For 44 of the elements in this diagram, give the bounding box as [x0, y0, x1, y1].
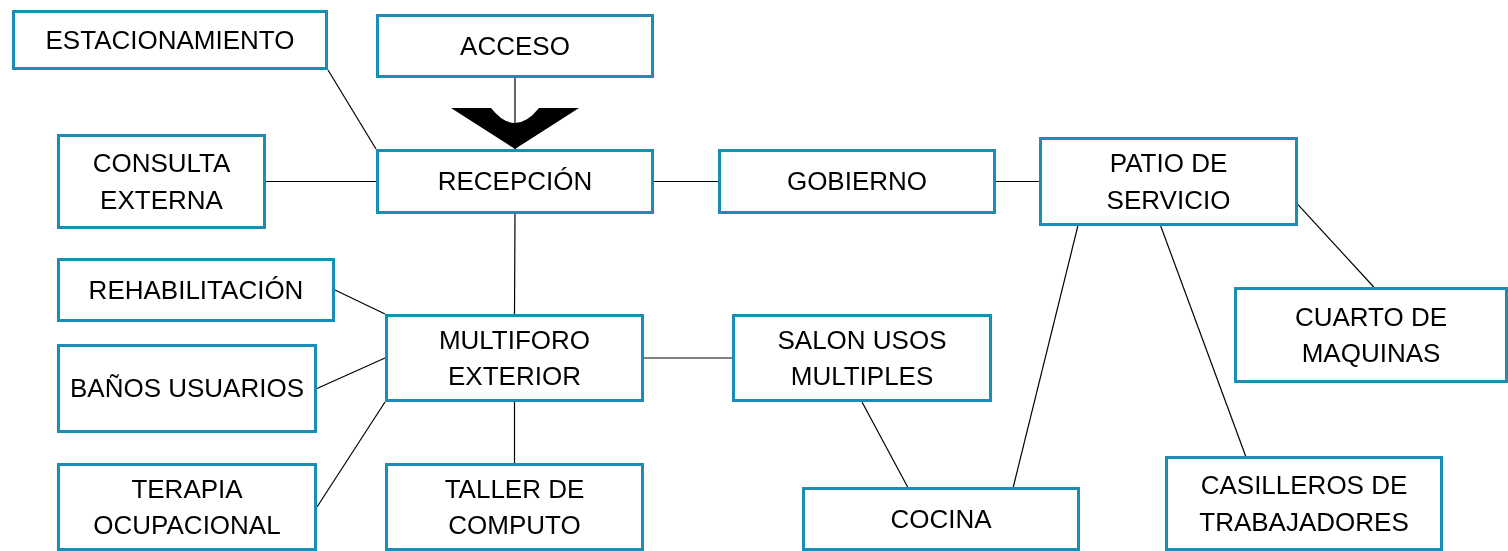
box-label: CASILLEROS DE TRABAJADORES [1198, 469, 1410, 539]
box-label: CONSULTA EXTERNA [91, 147, 232, 217]
process-box [1165, 456, 1443, 551]
box-label: MULTIFORO EXTERIOR [437, 323, 592, 393]
process-box [732, 314, 992, 402]
connector-line [327, 69, 377, 150]
process-box [12, 10, 328, 70]
box-label: TALLER DE COMPUTO [443, 472, 586, 542]
process-box [1039, 137, 1298, 226]
box-label: SALON USOS MULTIPLES [776, 323, 948, 393]
box-label: GOBIERNO [786, 165, 928, 199]
connector-line [653, 180, 719, 183]
connector-line [334, 289, 386, 315]
process-box [1234, 287, 1508, 383]
process-box [376, 149, 654, 214]
connector-line [316, 357, 386, 390]
box-label: BAÑOS USUARIOS [69, 372, 305, 406]
connector-line [1012, 225, 1079, 488]
connector-line [265, 180, 377, 183]
connector-line [513, 401, 516, 464]
process-box [57, 134, 266, 229]
box-label: RECEPCIÓN [437, 165, 593, 199]
connector-line [1297, 204, 1375, 288]
process-box [57, 463, 317, 551]
process-box [57, 258, 335, 322]
box-label: COCINA [890, 502, 992, 536]
box-label: ACCESO [460, 29, 570, 63]
box-label: ESTACIONAMIENTO [45, 23, 295, 57]
process-box [376, 14, 654, 78]
connector-line [513, 213, 516, 315]
box-label: PATIO DE SERVICIO [1105, 147, 1232, 217]
connector-line [861, 401, 909, 488]
connector-line [995, 180, 1040, 183]
process-box [57, 344, 317, 433]
process-box [385, 314, 644, 402]
process-box [802, 487, 1080, 551]
box-label: TERAPIA OCUPACIONAL [92, 472, 282, 542]
connector-line [643, 357, 733, 359]
process-box [385, 463, 644, 551]
box-label: CUARTO DE MAQUINAS [1293, 300, 1449, 370]
process-box [718, 149, 996, 214]
connector-line [316, 401, 386, 508]
box-label: REHABILITACIÓN [88, 273, 304, 307]
connector-line [1160, 225, 1247, 457]
